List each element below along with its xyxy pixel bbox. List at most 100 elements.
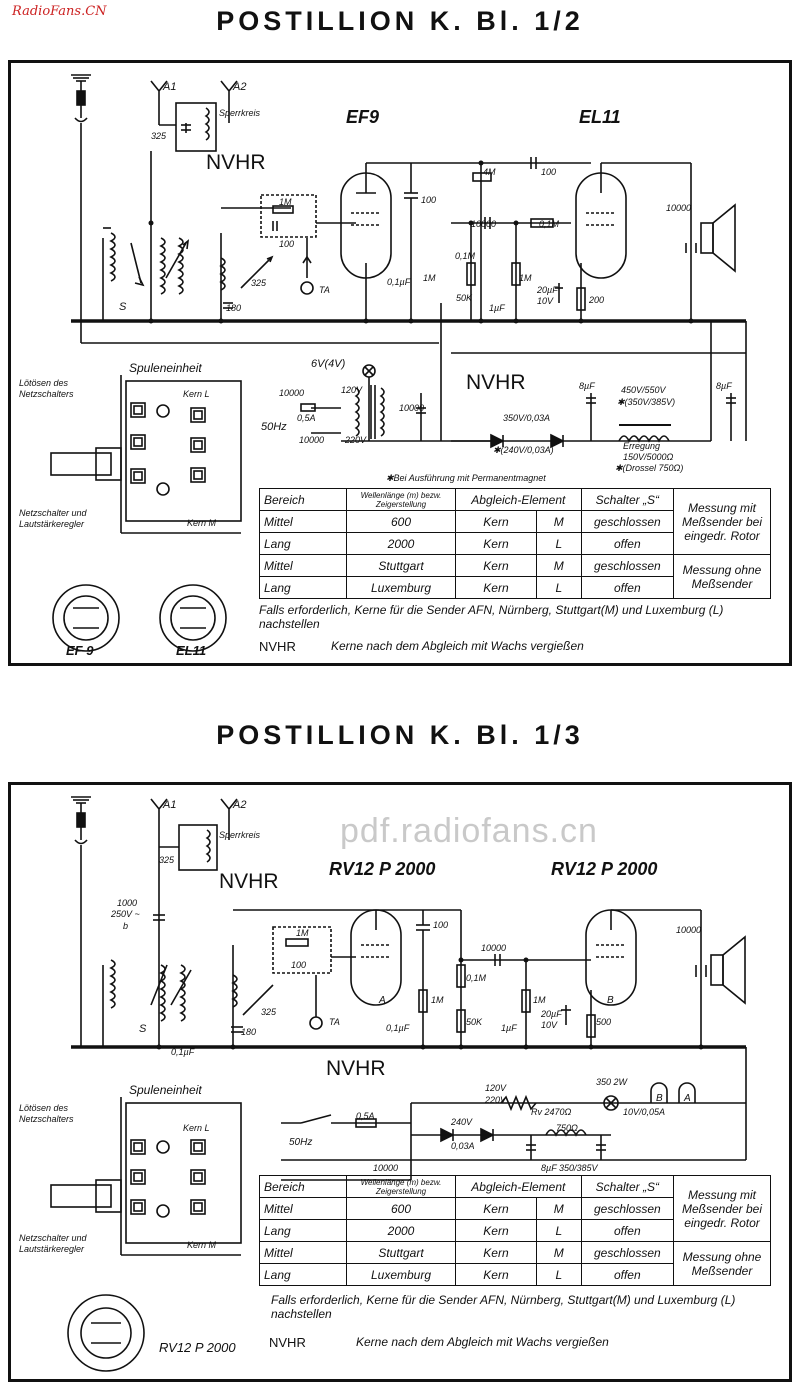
v10-label: 10V	[537, 296, 554, 306]
r01m2-label: 0,1M	[455, 251, 476, 261]
ta-label: TA	[329, 1017, 340, 1027]
c01uf-label: 0,1µF	[386, 1023, 410, 1033]
cell-schalter: geschlossen	[580, 554, 675, 577]
cell-bereich: Lang	[259, 1263, 347, 1286]
table-header-row: Bereich Wellenlänge (m) bezw. Zeigerstel…	[259, 488, 771, 555]
header-abgleich: Abgleich-Element	[455, 488, 582, 511]
nvhr-top-label: NVHR	[219, 870, 279, 893]
choke-label: 750Ω	[556, 1123, 578, 1133]
nvhr-mid-label: NVHR	[326, 1057, 386, 1080]
cell-kern: M	[535, 1197, 582, 1220]
cell-wellenlaenge: 2000	[346, 1219, 456, 1242]
a-box-label: A	[684, 1093, 691, 1104]
elko-label: 8µF 350/385V	[541, 1163, 598, 1173]
r01m-label: 0,1M	[539, 219, 560, 229]
c20uf-label: 20µF	[541, 1009, 562, 1019]
cell-schalter: geschlossen	[580, 510, 675, 533]
cell-wellenlaenge: 2000	[346, 532, 456, 555]
alignment-note-1: Falls erforderlich, Kerne für die Sender…	[259, 603, 724, 631]
sheet1-title: POSTILLION K. Bl. 1/2	[216, 6, 584, 36]
alignment-note-2: Falls erforderlich, Kerne für die Sender…	[271, 1293, 736, 1321]
c10000c-label: 10000	[373, 1163, 399, 1173]
alignment-table-2: Bereich Wellenlänge (m) bezw. Zeigerstel…	[259, 1175, 771, 1286]
messung-2-text: Messung ohne Meßsender	[682, 1249, 762, 1278]
antenna-a2-label: A2	[233, 81, 247, 93]
cell-schalter: offen	[580, 532, 675, 555]
r1mv-label: 1M	[423, 273, 436, 283]
messung-1-text: Messung mit Meßsender bei eingedr. Rotor	[681, 500, 763, 543]
pin-a-label: A	[379, 995, 386, 1006]
nvhr-top-label: NVHR	[206, 151, 266, 174]
sheet2-title: POSTILLION K. Bl. 1/3	[216, 720, 584, 750]
messung-1-text: Messung mit Meßsender bei eingedr. Rotor	[681, 1187, 763, 1230]
drossel-label: ✱(Drossel 750Ω)	[615, 463, 684, 473]
rectifier-current-label: 0,03A	[451, 1141, 475, 1151]
r1mv2-label: 1M	[533, 995, 546, 1005]
cell-kern: M	[535, 554, 582, 577]
v220-label: 220V	[485, 1095, 507, 1105]
cell-bereich: Lang	[259, 532, 347, 555]
ta-label: TA	[319, 285, 330, 295]
r01m-label: 0,1M	[466, 973, 487, 983]
netzschalter-label: Netzschalter und Lautstärkeregler	[19, 1233, 87, 1254]
elko-label: 450V/550V	[621, 385, 666, 395]
cell-bereich: Lang	[259, 576, 347, 599]
loeten-label: Lötösen des Netzschalters	[19, 378, 74, 399]
rv-label: Rv 2470Ω	[531, 1107, 572, 1117]
cell-element: Kern	[455, 532, 537, 555]
cell-bereich: Mittel	[259, 554, 347, 577]
antenna-a1-label: A1	[163, 81, 177, 93]
header-wellenlaenge: Wellenlänge (m) bezw. Zeigerstellung	[346, 488, 456, 511]
cell-wellenlaenge: Stuttgart	[346, 1241, 456, 1264]
antenna-a1-label: A1	[163, 799, 177, 811]
cell-bereich: Mittel	[259, 1241, 347, 1264]
tube1-label: EF9	[346, 107, 380, 127]
cell-bereich: Lang	[259, 1219, 347, 1242]
r50k-label: 50K	[466, 1017, 483, 1027]
table-row: Lang 2000 Kern L offen	[259, 532, 771, 555]
cell-schalter: offen	[580, 576, 675, 599]
r50k-label: 50K	[456, 293, 473, 303]
fuse-label: 0,5A	[356, 1111, 375, 1121]
erregung-label: Erregung	[623, 441, 661, 451]
table-row: Lang Luxemburg Kern L offen	[259, 1263, 771, 1286]
cell-element: Kern	[455, 1263, 537, 1286]
messung-cell-1: Messung mit Meßsender bei eingedr. Rotor	[673, 488, 771, 555]
cell-kern: M	[535, 510, 582, 533]
v120-label: 120V	[341, 385, 363, 395]
c100a-label: 100	[279, 239, 295, 249]
r4m-label: 4M	[483, 167, 496, 177]
cell-wellenlaenge: Luxemburg	[346, 1263, 456, 1286]
sheet1-schematic: A1 A2 Sperrkreis 325 NVHR EF9 EL11 1M 10…	[8, 60, 792, 666]
c8uf-a-label: 8µF	[579, 381, 595, 391]
socket2-label: EL11	[176, 643, 207, 658]
heater-label: 6V(4V)	[311, 358, 346, 370]
c100b-label: 100	[421, 195, 437, 205]
hz-label: 50Hz	[289, 1137, 313, 1148]
socket1-label: EF 9	[66, 643, 94, 658]
cell-wellenlaenge: 600	[346, 1197, 456, 1220]
switch-s-label: S	[119, 301, 127, 313]
header-bereich: Bereich	[259, 488, 347, 511]
spk-cap-label: 10000	[676, 925, 702, 935]
watermark: RadioFans.CN	[12, 4, 107, 19]
nvhr-note-label-1: NVHR	[259, 639, 296, 654]
r1m-label: 1M	[296, 928, 309, 938]
netzschalter-label: Netzschalter und Lautstärkeregler	[19, 508, 87, 529]
sperrkreis-label: Sperrkreis	[219, 830, 261, 840]
c01uf-label: 0,1µF	[387, 277, 411, 287]
cap-325b-label: 325	[251, 278, 267, 288]
b-label: b	[123, 921, 129, 931]
cell-schalter: geschlossen	[580, 1197, 675, 1220]
b-box-label: B	[656, 1093, 663, 1104]
cell-schalter: offen	[580, 1263, 675, 1286]
rectifier-label: 350V/0,03A	[503, 413, 551, 423]
kern-m-label: Kern M	[187, 1240, 217, 1250]
nvhr-mid-label: NVHR	[466, 371, 526, 394]
hz-label: 50Hz	[261, 421, 287, 433]
c10000a-label: 10000	[481, 943, 507, 953]
c100c-label: 100	[541, 167, 557, 177]
spule-title: Spuleneinheit	[129, 361, 202, 375]
v120-label: 120V	[485, 1083, 507, 1093]
header-abgleich: Abgleich-Element	[455, 1175, 582, 1198]
